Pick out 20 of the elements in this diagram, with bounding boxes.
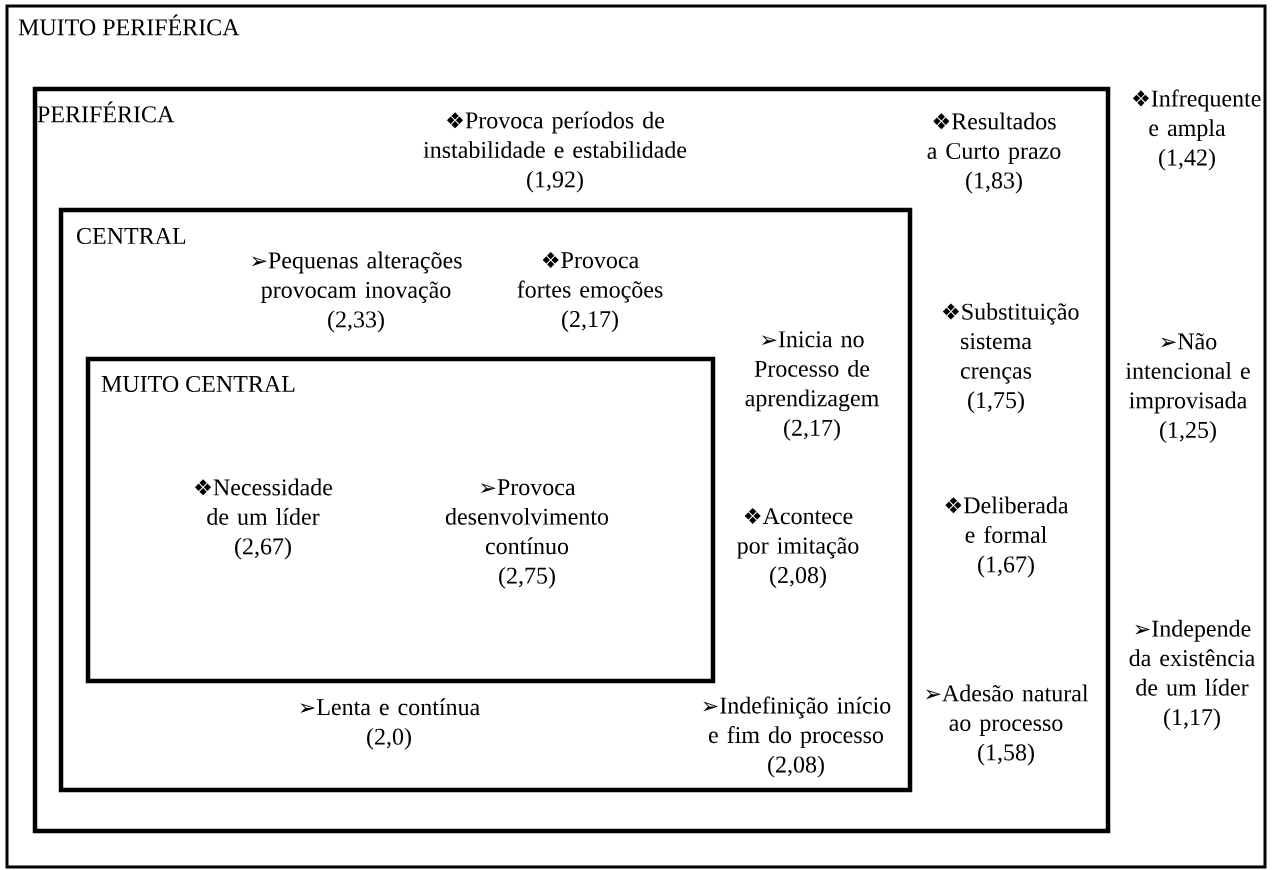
characteristic-text: ➢Provoca desenvolvimento contínuo (2,75)	[445, 479, 609, 589]
characteristic-text: ➢Pequenas alterações provocam inovação (2,33)	[251, 251, 462, 333]
region-heading: MUITO CENTRAL	[101, 375, 295, 393]
characteristic-text: ❖Provoca períodos de instabilidade e estabilidade (1,92)	[423, 111, 687, 193]
characteristic-text: ❖Resultados a Curto prazo (1,83)	[927, 112, 1061, 194]
characteristic-text: ❖Provoca fortes emoções (2,17)	[517, 251, 663, 333]
characteristic-text: ❖Acontece por imitação (2,08)	[737, 507, 859, 589]
characteristic-text: ➢Independe da existência de um líder (1,17)	[1129, 619, 1255, 731]
characteristic-text: ❖Necessidade de um líder (2,67)	[195, 478, 333, 560]
characteristic-text: ❖Substituição sistema crenças (1,75)	[942, 302, 1079, 414]
characteristic-text: ➢Lenta e contínua (2,0)	[300, 698, 480, 750]
characteristic-text: ➢Inicia no Processo de aprendizagem (2,17)	[745, 331, 879, 441]
characteristic-text: ➢Indefinição início e fim do processo (2,08)	[703, 696, 891, 778]
characteristic-text: ➢Adesão natural ao processo (1,58)	[925, 684, 1089, 766]
characteristic-text: ➢Não intencional e improvisada (1,25)	[1125, 333, 1250, 443]
region-heading: MUITO PERIFÉRICA	[18, 14, 240, 36]
region-heading: CENTRAL	[77, 227, 186, 245]
region-heading: PERIFÉRICA	[37, 101, 175, 123]
characteristic-text: ❖Infrequente e ampla (1,42)	[1132, 89, 1261, 171]
characteristic-text: ❖Deliberada e formal (1,67)	[945, 496, 1069, 578]
